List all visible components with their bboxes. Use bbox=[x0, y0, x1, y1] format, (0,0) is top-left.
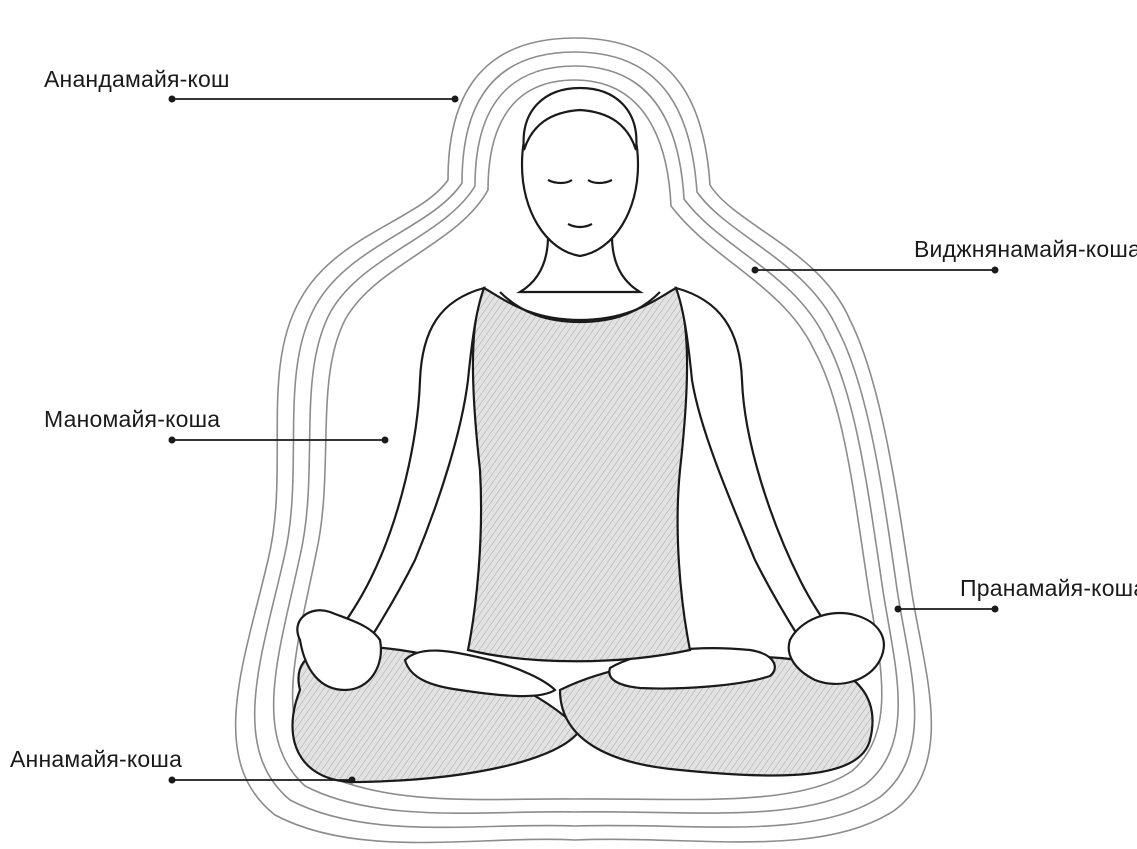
leader-pranamaya bbox=[895, 606, 997, 611]
label-pranamaya-kosha: Пранамайя-коша bbox=[960, 577, 1137, 600]
right-hand bbox=[789, 613, 884, 684]
tank-top bbox=[468, 288, 690, 661]
label-annamaya-kosha: Аннамайя-коша bbox=[10, 748, 182, 771]
label-vijnanamaya-kosha: Виджнянамайя-коша bbox=[914, 238, 1137, 261]
leader-anandamaya bbox=[169, 96, 457, 101]
torso bbox=[468, 288, 690, 661]
legs bbox=[293, 646, 873, 782]
head bbox=[520, 88, 640, 292]
left-arm bbox=[320, 288, 484, 670]
right-arm bbox=[676, 288, 850, 670]
leader-manomaya bbox=[169, 437, 387, 442]
label-manomaya-kosha: Маномайя-коша bbox=[44, 408, 220, 431]
label-anandamaya-kosha: Анандамайя-кош bbox=[44, 68, 230, 91]
